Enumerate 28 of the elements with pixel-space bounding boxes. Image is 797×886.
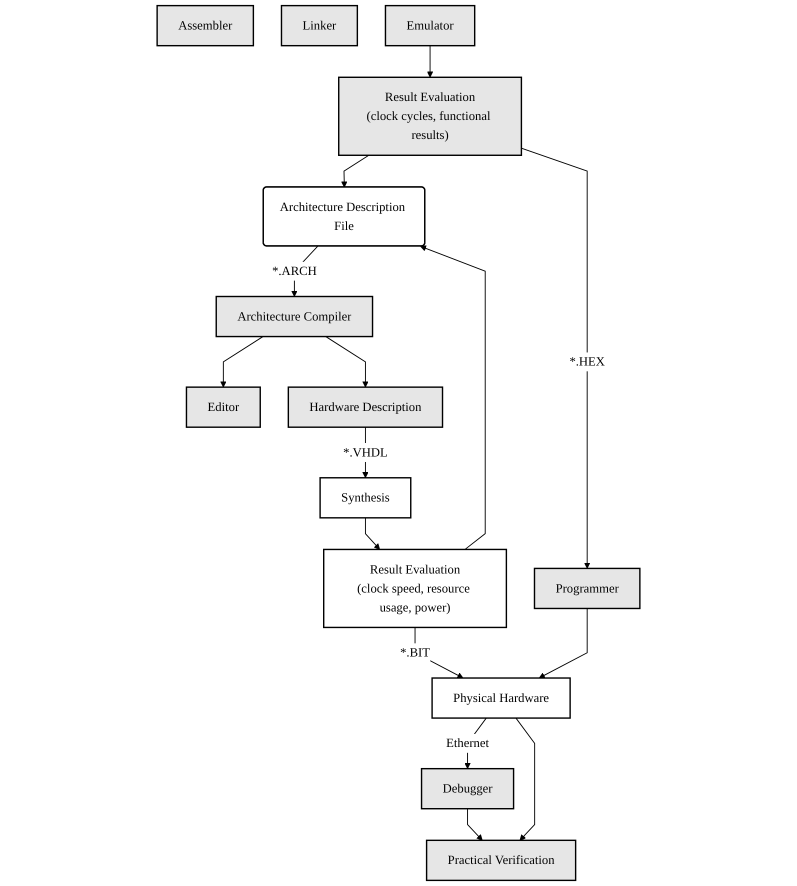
edge-label: Ethernet [446,736,489,750]
node-box: Editor [186,386,261,428]
arrow [325,336,369,388]
edge-label: *.ARCH [272,264,317,278]
node-box: Practical Verification [426,840,576,882]
node-box: Emulator [384,4,476,46]
node-box: Result Evaluation (clock cycles, functional results) [338,76,522,156]
node-box: Physical Hardware [431,677,571,719]
node-box: Linker [280,4,358,46]
node-box: Synthesis [319,477,412,519]
edge-label: *.BIT [400,645,430,660]
node-box: Debugger [420,768,514,810]
arrow [515,718,536,841]
arrow [420,245,486,550]
node-box: Result Evaluation (clock speed, resource usage, power) [323,548,508,628]
node-box: Architecture Compiler [216,296,374,338]
arrow [520,148,590,569]
arrow [467,808,483,841]
arrow [341,154,370,188]
node-box: Programmer [534,568,641,610]
edge-label: *.HEX [569,354,605,369]
edge-label: *.VHDL [343,445,388,460]
arrow [538,608,588,678]
arrow [426,45,434,78]
node-box: Hardware Description [288,386,444,428]
arrow [220,336,264,388]
arrow [364,517,380,550]
node-box: Assembler [156,4,254,46]
